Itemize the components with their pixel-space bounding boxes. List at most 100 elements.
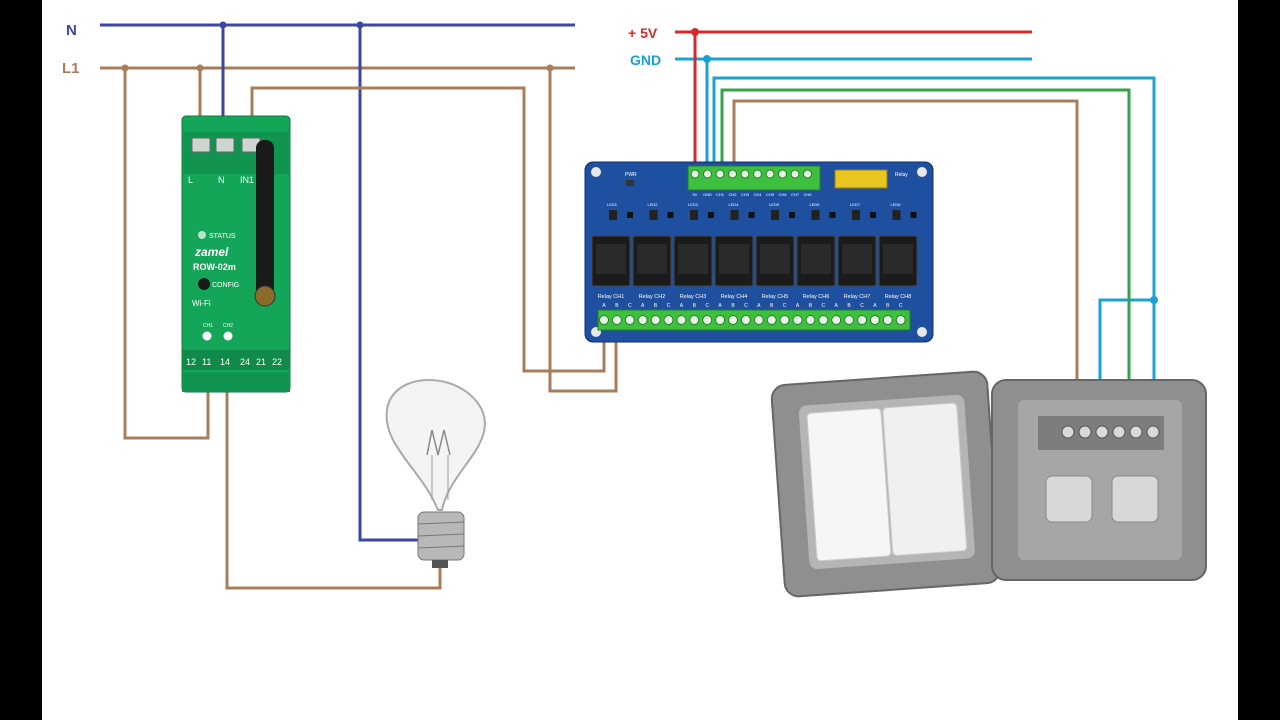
- model-label: ROW-02m: [193, 262, 236, 272]
- junction-dot: [1150, 296, 1158, 304]
- header-pin: [690, 169, 700, 179]
- output-pin: [831, 315, 842, 325]
- ch2-led: [223, 331, 233, 341]
- ground-label: GND: [630, 52, 661, 68]
- transistor: [789, 212, 795, 218]
- header-pin-label: 5V: [693, 192, 698, 197]
- terminal-label-11: 11: [202, 357, 211, 367]
- contact-letter: B: [886, 303, 890, 309]
- terminal-label-24: 24: [240, 357, 250, 367]
- transistor: [748, 212, 755, 218]
- terminal-label-14: 14: [220, 357, 230, 367]
- rear-screw: [1112, 425, 1126, 439]
- relay-label: Relay CH5: [762, 294, 789, 300]
- power-label: PWR: [625, 172, 637, 178]
- terminal-14-to-bulb-wire: [225, 380, 442, 590]
- output-pin: [882, 315, 893, 325]
- led-label: LED4: [729, 202, 740, 207]
- output-pin: [650, 315, 661, 325]
- contact-letter: C: [667, 303, 671, 309]
- wiring-diagram: N L1 + 5V GND L N IN1 STATUS zamel ROW-: [42, 0, 1238, 720]
- header-pin-label: CH8: [803, 192, 812, 197]
- led-label: LED6: [810, 202, 821, 207]
- ch2-led-label: CH2: [223, 323, 233, 329]
- led-label: LED5: [769, 202, 780, 207]
- terminal-label-12: 12: [186, 357, 196, 367]
- relay-label: Relay CH3: [680, 294, 707, 300]
- output-pin: [792, 315, 803, 325]
- led-label: LED3: [688, 202, 699, 207]
- neutral-label: N: [66, 22, 77, 39]
- output-pin: [895, 315, 906, 325]
- led-label: LED2: [648, 202, 659, 207]
- relay-marking: [596, 244, 626, 274]
- header-pin: [778, 169, 787, 179]
- optocoupler: [852, 210, 860, 220]
- dc-wires: [675, 30, 1156, 412]
- status-led-icon: [198, 231, 206, 239]
- contact-letter: C: [860, 303, 864, 309]
- wifi-label: Wi-Fi: [192, 299, 211, 308]
- header-pin-label: CH1: [716, 192, 725, 197]
- in1-to-relay-wire: [250, 86, 606, 373]
- optocoupler: [649, 210, 658, 220]
- mains-junctions: [121, 21, 554, 72]
- double-switch-rear: [991, 379, 1207, 581]
- rear-contact-right: [1111, 475, 1159, 523]
- contact-letter: A: [602, 303, 606, 309]
- terminal-label-22: 22: [272, 357, 282, 367]
- right-rocker: [882, 402, 968, 556]
- relay-marking: [678, 244, 708, 274]
- contact-letter: B: [809, 303, 813, 309]
- terminal-label-n: N: [218, 175, 225, 185]
- header-pin: [803, 169, 812, 179]
- ch1-signal-wire: [720, 88, 1131, 412]
- contact-letter: A: [796, 303, 800, 309]
- relay-marking: [719, 244, 749, 274]
- output-pin: [766, 315, 777, 325]
- contact-letter: C: [628, 303, 632, 309]
- terminal-label-21: 21: [256, 357, 266, 367]
- transistor: [627, 212, 633, 218]
- relay-label: Relay CH2: [639, 294, 666, 300]
- relay-label: Relay CH4: [721, 294, 748, 300]
- header-pin-label: CH2: [728, 192, 737, 197]
- wifi-relay-module: L N IN1 STATUS zamel ROW-02m CONFIG Wi-F…: [181, 115, 291, 393]
- ch2-signal-wire: [732, 99, 1079, 412]
- diagram-canvas: N L1 + 5V GND L N IN1 STATUS zamel ROW-: [62, 21, 1207, 598]
- junction-dot: [121, 64, 129, 72]
- header-pin-label: CH5: [766, 192, 775, 197]
- contact-letter: A: [757, 303, 761, 309]
- contact-letter: C: [744, 303, 748, 309]
- output-pin: [599, 315, 609, 325]
- contact-letter: A: [873, 303, 877, 309]
- relay-marking: [842, 244, 872, 274]
- ch1-led-label: CH1: [203, 323, 213, 329]
- output-pin: [753, 315, 764, 325]
- contact-letter: A: [835, 303, 839, 309]
- mount-hole: [591, 167, 601, 177]
- led-label: LED8: [891, 202, 902, 207]
- header-pin: [715, 169, 725, 179]
- junction-dot: [703, 55, 711, 63]
- transistor: [870, 212, 876, 218]
- jumper-block: [834, 169, 888, 189]
- relay-marking: [637, 244, 667, 274]
- mount-hole: [917, 167, 927, 177]
- output-pin: [728, 315, 738, 325]
- output-pin: [869, 315, 880, 325]
- thread-line: [417, 545, 465, 549]
- output-pins: [599, 315, 906, 325]
- thread-line: [417, 521, 465, 525]
- contact-letter: B: [654, 303, 658, 309]
- config-label: CONFIG: [212, 282, 239, 289]
- relay-marking: [883, 244, 913, 274]
- line-label: L1: [62, 60, 80, 77]
- rear-screw: [1061, 425, 1075, 439]
- module-base: [182, 372, 290, 392]
- contact-letter: A: [641, 303, 645, 309]
- output-pin: [689, 315, 700, 325]
- header-pins: [690, 169, 812, 179]
- jumper-label: Relay: [895, 172, 908, 178]
